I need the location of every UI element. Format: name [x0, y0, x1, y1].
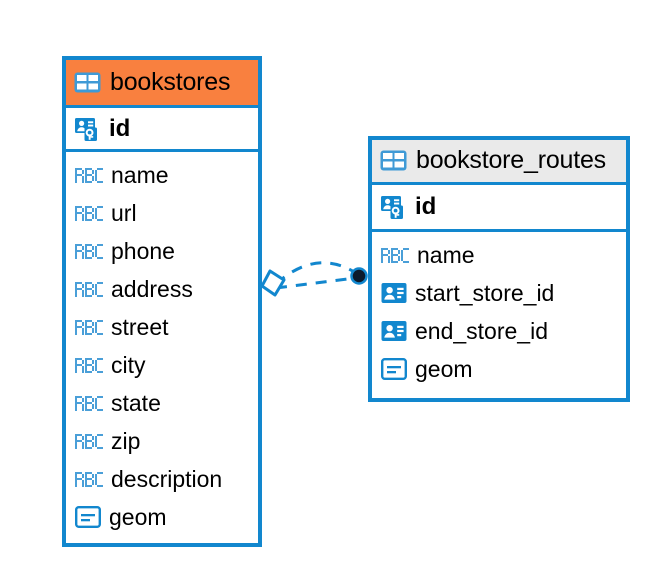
abc-text-icon	[75, 395, 103, 411]
field-row-url[interactable]: url	[66, 194, 258, 232]
field-row-id[interactable]: id	[66, 105, 258, 152]
relationship-line-arc	[274, 261, 357, 286]
field-label-description: description	[111, 465, 223, 492]
foreign-key-icon	[381, 321, 407, 341]
abc-text-icon	[75, 357, 103, 373]
field-row-id[interactable]: id	[372, 185, 626, 232]
abc-text-icon	[75, 433, 103, 449]
field-label-zip: zip	[111, 427, 141, 454]
table-icon	[380, 150, 407, 171]
field-row-end-store-id[interactable]: end_store_id	[372, 312, 626, 350]
abc-text-icon	[75, 243, 103, 259]
field-list-bookstores: name url	[66, 152, 258, 543]
abc-text-icon	[75, 319, 103, 335]
field-label-end-store-id: end_store_id	[415, 317, 548, 344]
field-label-city: city	[111, 351, 146, 378]
field-row-address[interactable]: address	[66, 270, 258, 308]
relationship-target-circle-marker[interactable]	[350, 267, 368, 285]
field-label-name: name	[111, 161, 169, 188]
field-label-name: name	[417, 241, 475, 268]
entity-title-bookstores: bookstores	[110, 67, 231, 96]
geometry-icon	[75, 506, 101, 528]
field-label-id: id	[415, 193, 437, 220]
abc-text-icon	[381, 247, 409, 263]
primary-key-icon	[75, 117, 97, 141]
relationship-line-straight	[275, 276, 356, 290]
field-label-url: url	[111, 199, 137, 226]
field-row-state[interactable]: state	[66, 384, 258, 422]
field-label-street: street	[111, 313, 169, 340]
abc-text-icon	[75, 205, 103, 221]
field-row-start-store-id[interactable]: start_store_id	[372, 274, 626, 312]
field-row-geom[interactable]: geom	[372, 350, 626, 388]
entity-header-bookstores[interactable]: bookstores	[66, 60, 258, 105]
field-row-name[interactable]: name	[66, 156, 258, 194]
field-label-address: address	[111, 275, 193, 302]
field-list-bookstore-routes: name start_store_id	[372, 232, 626, 398]
field-label-id: id	[109, 114, 131, 142]
field-row-phone[interactable]: phone	[66, 232, 258, 270]
field-label-start-store-id: start_store_id	[415, 279, 555, 306]
field-label-geom: geom	[415, 355, 473, 382]
abc-text-icon	[75, 281, 103, 297]
field-row-street[interactable]: street	[66, 308, 258, 346]
table-icon	[74, 72, 101, 92]
field-label-geom: geom	[109, 503, 167, 530]
foreign-key-icon	[381, 283, 407, 303]
entity-bookstore-routes[interactable]: bookstore_routes id	[368, 136, 630, 402]
geometry-icon	[381, 358, 407, 380]
field-row-name[interactable]: name	[372, 236, 626, 274]
abc-text-icon	[75, 167, 103, 183]
field-row-zip[interactable]: zip	[66, 422, 258, 460]
entity-title-bookstore-routes: bookstore_routes	[416, 146, 606, 174]
entity-header-bookstore-routes[interactable]: bookstore_routes	[372, 140, 626, 185]
relationship-source-diamond-handle[interactable]	[260, 269, 286, 297]
field-label-state: state	[111, 389, 161, 416]
entity-bookstores[interactable]: bookstores id	[62, 56, 262, 547]
abc-text-icon	[75, 471, 103, 487]
field-row-city[interactable]: city	[66, 346, 258, 384]
field-row-geom[interactable]: geom	[66, 498, 258, 536]
field-row-description[interactable]: description	[66, 460, 258, 498]
primary-key-icon	[381, 196, 403, 219]
field-label-phone: phone	[111, 237, 175, 264]
